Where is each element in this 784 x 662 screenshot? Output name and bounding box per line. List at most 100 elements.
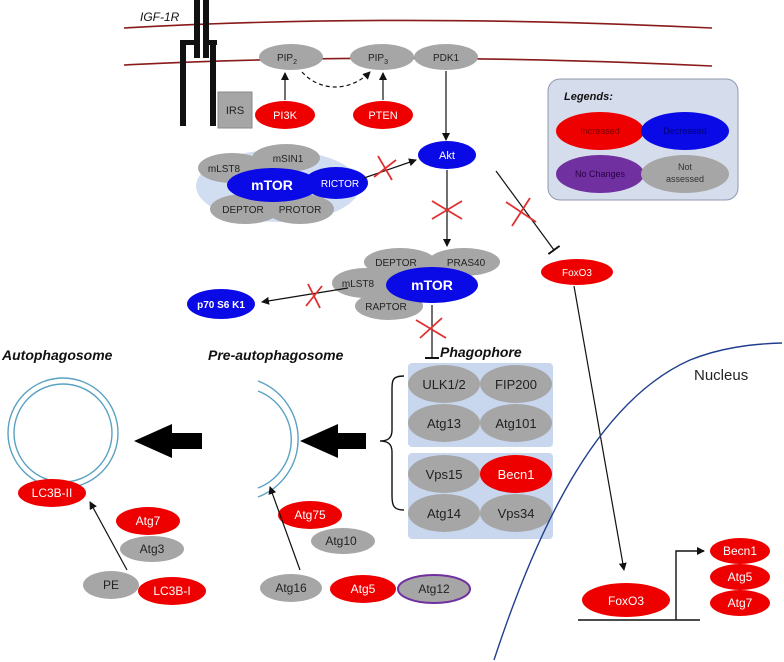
atg13-node bbox=[408, 404, 480, 442]
inhibition-cross bbox=[431, 200, 463, 220]
atg101-label: Atg101 bbox=[495, 416, 536, 431]
mtorc2-rictor-node bbox=[304, 167, 368, 199]
vps15-node bbox=[408, 455, 480, 493]
mtorc1-deptor-label: DEPTOR bbox=[375, 258, 417, 269]
mtorc1-mlst8-node bbox=[332, 268, 400, 298]
atg14-node bbox=[408, 494, 480, 532]
mtorc2-protor-label: PROTOR bbox=[279, 205, 322, 216]
pdk1-node bbox=[414, 44, 478, 70]
foxo3-nucleus-label: FoxO3 bbox=[608, 594, 644, 608]
pi3k-node bbox=[255, 101, 315, 129]
mtorc1-pras40-label: PRAS40 bbox=[447, 258, 486, 269]
receptor-bar bbox=[194, 0, 200, 58]
mtorc2-mtor-node bbox=[227, 168, 319, 202]
pip3-node bbox=[350, 44, 414, 70]
target-becn1-label: Becn1 bbox=[723, 544, 757, 558]
mtorc1-complex: DEPTOR PRAS40 mLST8 RAPTOR mTOR bbox=[332, 248, 500, 320]
atg16-label: Atg16 bbox=[275, 581, 307, 595]
autophagosome-membrane bbox=[7, 377, 119, 489]
pdk1-label: PDK1 bbox=[433, 53, 460, 64]
vps34-label: Vps34 bbox=[498, 506, 535, 521]
foxo3-cytoplasm-label: FoxO3 bbox=[562, 268, 592, 279]
atg12-node bbox=[397, 574, 471, 604]
target-atg5-node bbox=[710, 564, 770, 590]
lc3-atg7-node bbox=[116, 507, 180, 535]
pip2-subscript: 2 bbox=[293, 59, 297, 66]
pre-autophagosome-arc-inner bbox=[257, 390, 292, 489]
pip3-subscript: 3 bbox=[384, 59, 388, 66]
pre-autophagosome-membrane bbox=[257, 380, 299, 498]
legend-increased-label: Increased bbox=[580, 126, 620, 136]
lc3-conjugation-arrow bbox=[89, 501, 128, 571]
atg3-label: Atg3 bbox=[140, 542, 165, 556]
ulk-label: ULK1/2 bbox=[422, 377, 465, 392]
atg16-node bbox=[260, 574, 322, 602]
legend-title: Legends: bbox=[564, 91, 613, 103]
phagophore-to-pre-arrow bbox=[300, 424, 366, 458]
pip2-to-pip3-arrow bbox=[301, 71, 371, 88]
atg10-label: Atg10 bbox=[325, 534, 357, 548]
target-atg5-label: Atg5 bbox=[728, 570, 753, 584]
mtorc2-rictor-label: RICTOR bbox=[321, 179, 359, 190]
target-atg7-label: Atg7 bbox=[728, 596, 753, 610]
pre-autophagosome-title: Pre-autophagosome bbox=[208, 347, 344, 363]
atg5-label: Atg5 bbox=[351, 582, 376, 596]
lc3b-ii-node bbox=[18, 479, 86, 507]
fip200-label: FIP200 bbox=[495, 377, 537, 392]
foxo3-nucleus-node bbox=[582, 583, 670, 617]
cross-stroke bbox=[373, 159, 397, 178]
target-atg7-node bbox=[710, 590, 770, 616]
akt-node bbox=[418, 141, 476, 169]
cross-stroke bbox=[511, 197, 531, 227]
pe-node bbox=[83, 571, 139, 599]
akt-label: Akt bbox=[439, 150, 455, 162]
atg10-node bbox=[311, 528, 375, 554]
legend-increased-swatch bbox=[556, 112, 644, 150]
nucleus-label: Nucleus bbox=[694, 367, 748, 384]
atg13-label: Atg13 bbox=[427, 416, 461, 431]
irs-node bbox=[217, 91, 253, 129]
mtorc1-to-p70-arrow bbox=[261, 287, 349, 305]
vps34-node bbox=[480, 494, 552, 532]
inhibition-cross bbox=[305, 283, 323, 309]
cross-stroke bbox=[305, 285, 323, 307]
target-becn1-node bbox=[710, 538, 770, 564]
pten-node bbox=[353, 101, 413, 129]
mtorc2-mlst8-label: mLST8 bbox=[208, 164, 241, 175]
complex-brace bbox=[379, 375, 405, 511]
mtorc2-mtor-label: mTOR bbox=[251, 177, 293, 193]
pip2-text: PIP bbox=[277, 53, 293, 64]
legend-decreased-swatch bbox=[641, 112, 729, 150]
mtorc2-msin1-node bbox=[252, 144, 320, 172]
nuclear-envelope bbox=[493, 342, 783, 661]
legend-decreased-label: Decreased bbox=[663, 126, 707, 136]
pi3k-label: PI3K bbox=[273, 110, 298, 122]
pip2-label: PIP2 bbox=[277, 53, 297, 66]
pip3-label: PIP3 bbox=[368, 53, 388, 66]
autophagosome-outer-ring bbox=[7, 377, 119, 489]
receptor-bar bbox=[203, 0, 209, 58]
becn1-label: Becn1 bbox=[498, 467, 535, 482]
pten-label: PTEN bbox=[368, 110, 397, 122]
lc3b-i-node bbox=[138, 577, 206, 605]
atg14-label: Atg14 bbox=[427, 506, 461, 521]
autophagosome-inner-ring bbox=[13, 383, 113, 483]
receptor-link bbox=[203, 40, 217, 45]
legend-not-assessed-swatch bbox=[641, 155, 729, 193]
atg101-node bbox=[480, 404, 552, 442]
p70-s6k1-node bbox=[187, 289, 255, 319]
atg3-node bbox=[120, 536, 184, 562]
legend-no-changes-swatch bbox=[556, 155, 644, 193]
vps34-complex: Vps15 Becn1 Atg14 Vps34 bbox=[408, 453, 553, 539]
fip200-node bbox=[480, 365, 552, 403]
legend: Legends: Increased Decreased No Changes … bbox=[547, 78, 739, 201]
pip3-text: PIP bbox=[368, 53, 384, 64]
lc3b-i-label: LC3B-I bbox=[153, 584, 190, 598]
atg12-conjugation-arrow bbox=[268, 486, 301, 571]
p70-s6k1-label: p70 S6 K1 bbox=[197, 300, 245, 311]
cross-stroke bbox=[419, 317, 443, 339]
igf1r-receptor bbox=[180, 0, 217, 126]
pip2-node bbox=[259, 44, 323, 70]
